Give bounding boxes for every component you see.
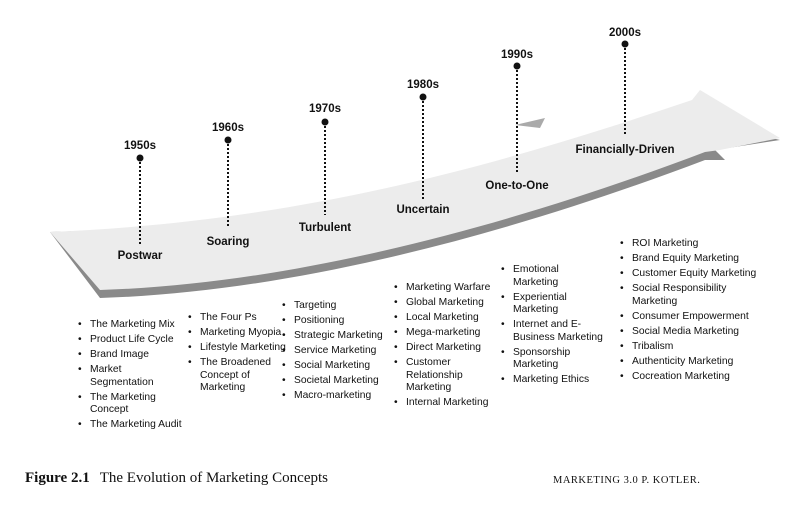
decade-label: 1980s — [407, 79, 439, 91]
era-name: Uncertain — [396, 204, 450, 216]
concept-list: Marketing WarfareGlobal MarketingLocal M… — [394, 282, 499, 412]
concept-item: Brand Image — [78, 349, 183, 362]
era-name: Turbulent — [298, 222, 352, 234]
era-name: Postwar — [117, 250, 163, 262]
concept-item: Macro-marketing — [282, 390, 387, 403]
era-name: Soaring — [206, 236, 250, 248]
concept-item: ROI Marketing — [620, 238, 770, 251]
concept-item: Marketing Ethics — [501, 374, 606, 387]
arrow-bevel — [515, 118, 545, 128]
decade-label: 1970s — [309, 103, 341, 115]
timeline-dot — [224, 136, 232, 144]
concept-item: Mega-marketing — [394, 327, 499, 340]
decade-label: 1950s — [124, 140, 156, 152]
figure-number: Figure 2.1 — [25, 470, 90, 486]
concept-item: Strategic Marketing — [282, 330, 387, 343]
concept-item: Customer Equity Marketing — [620, 268, 770, 281]
concept-item: Tribalism — [620, 341, 770, 354]
concept-item: Sponsorship Marketing — [501, 347, 606, 372]
timeline-dot — [419, 93, 427, 101]
era-name: One-to-One — [485, 180, 549, 192]
concept-list: The Four Ps Marketing MyopiaLifestyle Mar… — [188, 312, 293, 397]
concept-item: The Marketing Concept — [78, 392, 183, 417]
concept-item: Marketing Myopia — [188, 327, 293, 340]
concept-item: Social Media Marketing — [620, 326, 770, 339]
concept-item: Positioning — [282, 315, 387, 328]
concept-item: The Marketing Mix — [78, 319, 183, 332]
concept-item: Marketing Warfare — [394, 282, 499, 295]
timeline-dot — [321, 118, 329, 126]
concept-item: Product Life Cycle — [78, 334, 183, 347]
arrow-surface — [50, 90, 780, 290]
concept-item: Consumer Empowerment — [620, 311, 770, 324]
concept-item: Lifestyle Marketing — [188, 342, 293, 355]
concept-list: TargetingPositioningStrategic MarketingS… — [282, 300, 387, 405]
concept-item: Internal Marketing — [394, 397, 499, 410]
concept-item: Direct Marketing — [394, 342, 499, 355]
concept-item: The Four Ps — [188, 312, 293, 325]
timeline-dot — [621, 40, 629, 48]
concept-item: Local Marketing — [394, 312, 499, 325]
concept-item: Customer Relationship Marketing — [394, 357, 499, 395]
concept-list: ROI MarketingBrand Equity MarketingCusto… — [620, 238, 770, 386]
concept-item: Market Segmentation — [78, 364, 183, 389]
concept-list: The Marketing MixProduct Life CycleBrand… — [78, 319, 183, 434]
concept-item: Social Marketing — [282, 360, 387, 373]
concept-item: Social Responsibility Marketing — [620, 283, 770, 308]
concept-item: Societal Marketing — [282, 375, 387, 388]
timeline-dot — [136, 154, 144, 162]
decade-label: 2000s — [609, 27, 641, 39]
concept-item: Experiential Marketing — [501, 292, 606, 317]
concept-item: Service Marketing — [282, 345, 387, 358]
source-credit: MARKETING 3.0 P. KOTLER. — [553, 475, 701, 486]
era-name: Financially-Driven — [575, 144, 675, 156]
concept-item: Targeting — [282, 300, 387, 313]
concept-item: Global Marketing — [394, 297, 499, 310]
figure-caption: Figure 2.1 The Evolution of Marketing Con… — [25, 470, 328, 487]
decade-label: 1990s — [501, 49, 533, 61]
concept-item: Emotional Marketing — [501, 264, 606, 289]
concept-item: The Broadened Concept of Marketing — [188, 357, 293, 395]
concept-item: Internet and E-Business Marketing — [501, 319, 606, 344]
concept-item: The Marketing Audit — [78, 419, 183, 432]
concept-item: Cocreation Marketing — [620, 371, 770, 384]
concept-item: Brand Equity Marketing — [620, 253, 770, 266]
timeline-dot — [513, 62, 521, 70]
concept-list: Emotional MarketingExperiential Marketin… — [501, 264, 606, 389]
concept-item: Authenticity Marketing — [620, 356, 770, 369]
figure-title: The Evolution of Marketing Concepts — [99, 470, 329, 486]
decade-label: 1960s — [212, 122, 244, 134]
